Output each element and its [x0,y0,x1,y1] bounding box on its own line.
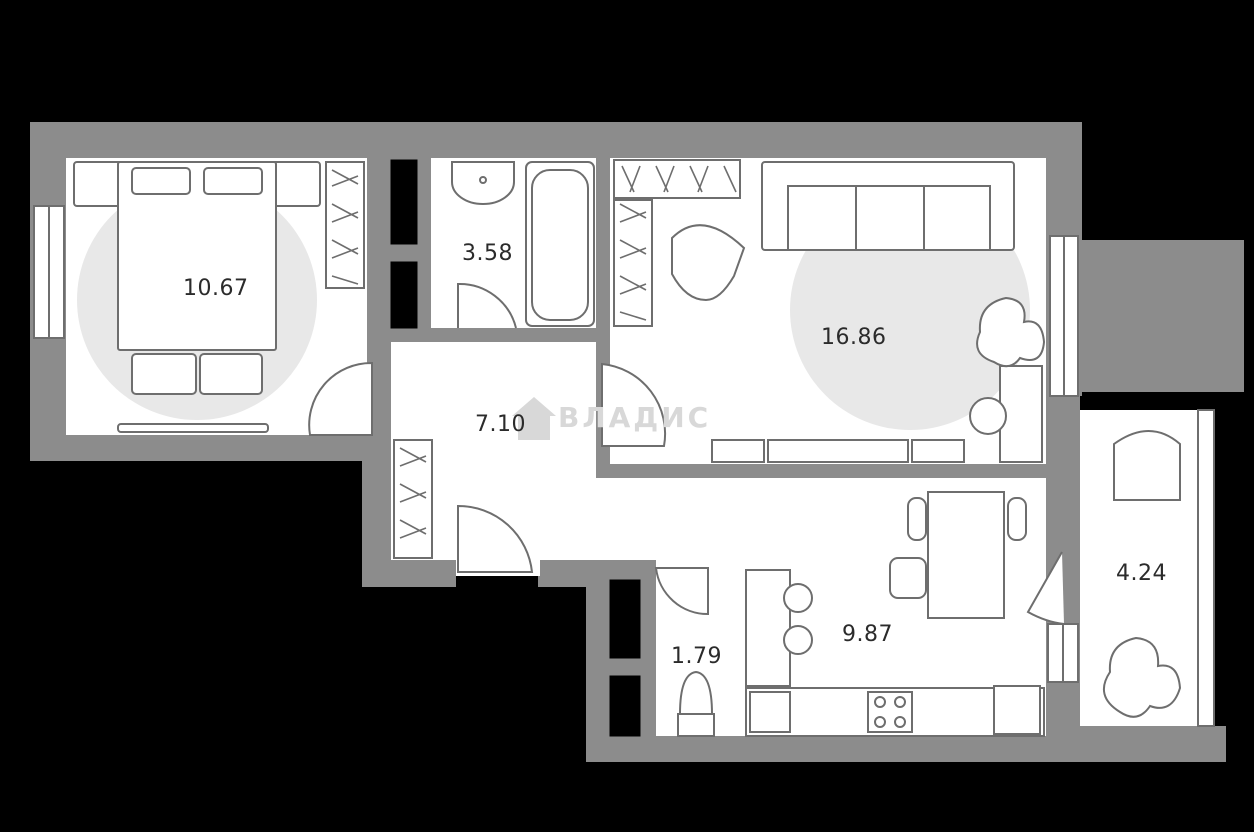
plant-icon [976,296,1182,718]
bedroom-area: 10.67 [183,276,249,301]
doors [308,282,1065,625]
furniture [73,159,1181,737]
closets [387,156,644,740]
wc-area: 1.79 [671,644,722,669]
watermark: ВЛАДИС [516,397,711,437]
living-room-area: 16.86 [821,325,887,350]
bathroom-area: 3.58 [462,241,513,266]
hall-area: 7.10 [475,412,526,437]
kitchen-area: 9.87 [842,622,893,647]
windows [33,205,1215,727]
wardrobe-hatching [331,165,737,539]
watermark-text: ВЛАДИС [558,400,712,434]
balcony-area: 4.24 [1116,561,1167,586]
watermark-logo-icon [512,397,556,440]
